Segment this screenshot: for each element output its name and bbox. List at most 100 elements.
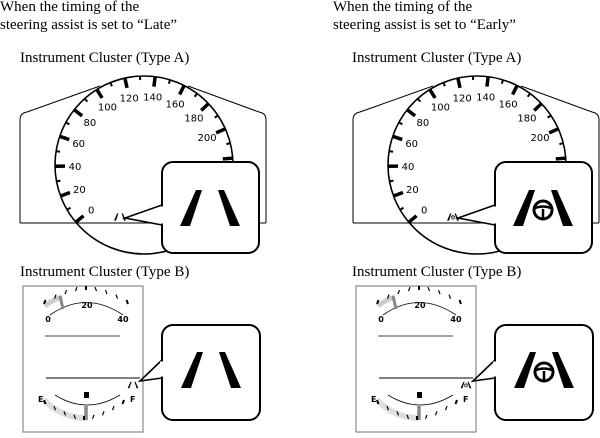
speed-label: 0: [421, 205, 427, 216]
speed-tick: [123, 77, 129, 89]
speed-label: 160: [499, 99, 518, 110]
speed-label: 80: [417, 118, 430, 129]
speed-label: 140: [476, 93, 495, 104]
speed-tick: [547, 114, 552, 119]
speed-tick: [222, 156, 233, 161]
wheel-rim: [450, 215, 456, 220]
speed-label: 80: [84, 118, 97, 129]
speed-label: 180: [184, 113, 203, 124]
speed-tick: [442, 82, 446, 87]
heading-late: When the timing of the steering assist i…: [0, 0, 177, 34]
speed-tick: [416, 97, 422, 103]
small-lane-indicator: [447, 213, 459, 221]
heading-line: steering assist is set to “Early”: [333, 17, 516, 33]
fuel-band: [374, 397, 420, 421]
lane-line-left-icon: [513, 190, 535, 226]
fuel-tick: [73, 414, 77, 419]
heading-line: When the timing of the: [0, 0, 140, 15]
fuel-pump-icon: [84, 392, 89, 398]
lane-line-left-icon: [114, 213, 119, 221]
lane-line-left-icon: [460, 381, 465, 389]
gauge-needle: [391, 295, 398, 310]
gauge-arc: [382, 302, 457, 316]
lane-line-right-icon: [219, 352, 241, 388]
fuel-arc: [387, 394, 454, 406]
speed-label: 180: [517, 113, 536, 124]
small-lane-indicator: [114, 213, 126, 221]
fuel-tick: [101, 411, 105, 416]
lane-line-right-icon: [121, 213, 126, 221]
wheel-spokes: [451, 216, 455, 219]
callout-pointer: [470, 359, 496, 383]
gauge-tick: [397, 289, 401, 295]
cluster-frame: [22, 285, 144, 433]
speed-tick: [485, 76, 490, 87]
cluster-frame: [352, 85, 600, 223]
speed-tick: [526, 92, 531, 98]
fuel-tick: [43, 399, 47, 405]
speed-label: 0: [88, 205, 94, 216]
wheel-spokes: [464, 384, 468, 387]
gauge-tick: [458, 299, 462, 305]
wheel-spokes: [535, 367, 553, 380]
type-b-label: Instrument Cluster (Type B): [352, 264, 522, 280]
speed-label: 140: [143, 93, 162, 104]
fuel-tick: [424, 414, 428, 419]
gauge-tick: [53, 294, 57, 299]
fuel-tick: [444, 405, 448, 411]
steering-wheel-icon: [533, 361, 555, 383]
fuel-tick: [376, 399, 380, 405]
speed-tick: [56, 179, 61, 183]
speed-tick: [74, 214, 85, 224]
lane-line-left-icon: [514, 352, 536, 388]
gauge-tick: [64, 289, 68, 295]
gauge-label: 20: [81, 301, 93, 310]
speed-tick: [109, 82, 113, 87]
gauge-tick: [448, 294, 452, 299]
gauge-tick: [407, 286, 411, 292]
gauge-tick: [94, 286, 98, 292]
speed-tick: [392, 190, 404, 198]
speed-tick: [95, 88, 104, 99]
speed-tick: [178, 84, 186, 96]
gauge-label: 0: [45, 315, 51, 324]
wheel-rim: [532, 199, 554, 221]
speed-tick: [66, 206, 72, 211]
speed-tick: [399, 206, 405, 211]
gauge-tick: [427, 286, 431, 292]
cluster-frame: [19, 85, 267, 223]
lane-line-right-icon: [467, 381, 472, 389]
steering-wheel-icon: [532, 199, 554, 221]
heading-line: steering assist is set to “Late”: [0, 17, 178, 33]
speed-tick: [428, 88, 437, 99]
speed-tick: [83, 97, 89, 103]
speed-tick: [407, 214, 418, 224]
callout-pointer: [137, 359, 163, 383]
fuel-tick: [53, 405, 57, 411]
steering-wheel-icon: [450, 215, 456, 220]
speed-label: 100: [98, 102, 117, 113]
speed-tick: [398, 121, 403, 126]
lane-line-left-icon: [127, 381, 132, 389]
speed-label: 200: [530, 133, 549, 144]
speed-tick: [456, 77, 462, 89]
fuel-tick: [386, 405, 390, 411]
wheel-rim: [464, 383, 468, 388]
speed-label: 60: [405, 139, 418, 150]
heading-line: When the timing of the: [333, 0, 473, 15]
gauge-label: 40: [117, 315, 129, 324]
fuel-band: [41, 397, 87, 421]
callout-box: [161, 324, 261, 421]
gauge-needle: [58, 295, 65, 310]
speed-label: 160: [166, 99, 185, 110]
cluster-frame: [355, 285, 477, 433]
speed-tick: [193, 92, 198, 98]
speed-label: 60: [72, 139, 85, 150]
speed-tick: [167, 79, 171, 85]
fuel-tick: [111, 405, 115, 411]
speed-label: 20: [406, 185, 419, 196]
fuel-empty-label: E: [38, 395, 43, 404]
